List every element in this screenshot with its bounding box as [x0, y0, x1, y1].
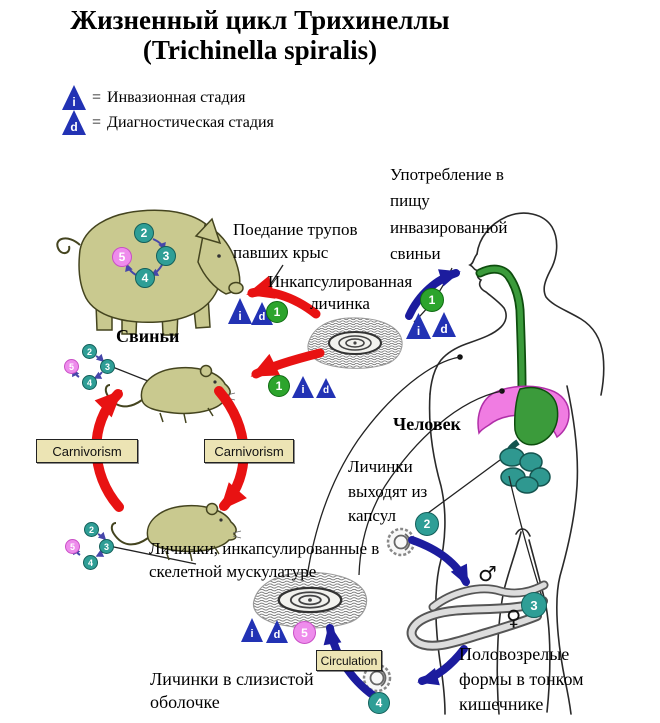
arrow-cyst-to-rat [250, 348, 325, 379]
male-symbol: ♂ [478, 562, 497, 586]
leader-diaphragm-to-cyst [358, 390, 503, 576]
human-left-side [428, 393, 446, 715]
human-crotch [515, 528, 531, 537]
intestines [499, 439, 551, 494]
stage-5-badge-rat-top: 5 [64, 359, 79, 374]
stage-2-badge-human: 2 [415, 512, 439, 536]
human-face-outline [429, 253, 507, 395]
stage-5-badge-muscle: 5 [293, 621, 316, 644]
carnivorism-box-left: Carnivorism [36, 439, 138, 463]
arrow-worms-to-mucosa [417, 645, 468, 686]
human-figure [428, 212, 605, 715]
pig-eye [217, 254, 221, 258]
legend-invasive-label: Инвазионная стадия [107, 88, 246, 106]
human-inner-left-leg [496, 531, 522, 715]
stomach [514, 386, 559, 446]
larvae-released-label: Личинки выходят из капсул [348, 457, 428, 526]
eating-infected-pork-label: Употребление в пищу инвазированной свинь… [390, 165, 508, 264]
leader-shoulder-to-cyst [306, 356, 461, 578]
page-title: Жизненный цикл Трихинеллы (Trichinella s… [25, 5, 495, 65]
female-symbol: ♀ [506, 606, 522, 630]
pig-illustration [56, 209, 244, 336]
stage-1-badge-pig-arrow: 1 [266, 301, 288, 323]
legend-invasive-row: i = Инвазионная стадия [62, 85, 246, 110]
stage-4-badge-pig: 4 [135, 268, 155, 288]
stage-5-badge-rat-bottom: 5 [65, 539, 80, 554]
stage-4-badge-rat-bottom: 4 [83, 555, 98, 570]
arrow-larva-to-worms [408, 536, 470, 587]
leader-intestine-stage3 [508, 475, 544, 601]
equals-sign: = [92, 113, 102, 131]
stage-2-badge-rat-bottom: 2 [84, 522, 99, 537]
pig-ear [194, 217, 222, 245]
human-right-side [556, 385, 579, 715]
title-line1: Жизненный цикл Трихинеллы [70, 5, 450, 35]
arrow-cyst-to-pig [246, 275, 321, 319]
legend-diagnostic-row: d = Диагностическая стадия [62, 110, 274, 135]
stage-3-badge-pig: 3 [156, 246, 176, 266]
pigs-label: Свиньи [116, 326, 180, 346]
stage-5-badge-pig: 5 [112, 247, 132, 267]
stage-4-badge-mucosa: 4 [368, 692, 390, 714]
larvae-in-mucosa-label: Личинки в слизистой оболочке [150, 669, 314, 713]
carnivorism-box-right: Carnivorism [204, 439, 294, 463]
adult-worms-label: Половозрелые формы в тонком кишечнике [459, 644, 584, 715]
stage-1-badge-human: 1 [420, 288, 444, 312]
stage-3-badge-rat-top: 3 [100, 359, 115, 374]
stage-3-badge-rat-bottom: 3 [99, 539, 114, 554]
pig-tail [56, 237, 81, 254]
leader-cluster-bottom-rat [108, 545, 197, 565]
title-line2: (Trichinella spiralis) [142, 34, 378, 65]
legend-diagnostic-label: Диагностическая стадия [107, 113, 274, 131]
human-label: Человек [393, 414, 461, 434]
encapsulated-larva-label: Инкапсулированная личинка [267, 272, 413, 314]
stage-2-badge-rat-top: 2 [82, 344, 97, 359]
encysted-larva-top [306, 316, 404, 370]
equals-sign: = [92, 88, 102, 106]
pig-head [197, 223, 241, 295]
stage-1-badge-rat-arrow: 1 [268, 375, 290, 397]
larvae-in-muscle-label: Личинки, инкапсулированные в скелетной м… [149, 539, 380, 581]
leader-stage2-intestine [423, 459, 501, 517]
human-head-outline [476, 212, 605, 396]
esophagus [477, 266, 525, 393]
adult-worms [406, 580, 549, 651]
diagnostic-stage-icon: d [62, 110, 86, 135]
eating-rat-corpses-label: Поедание трупов павших крыс [233, 220, 358, 262]
stage-3-badge-worms: 3 [521, 592, 547, 618]
stage-2-badge-pig: 2 [134, 223, 154, 243]
circulation-box: Circulation [316, 650, 382, 671]
pig-snout [228, 281, 244, 295]
invasive-stage-icon: i [62, 85, 86, 110]
stage-4-badge-rat-top: 4 [82, 375, 97, 390]
